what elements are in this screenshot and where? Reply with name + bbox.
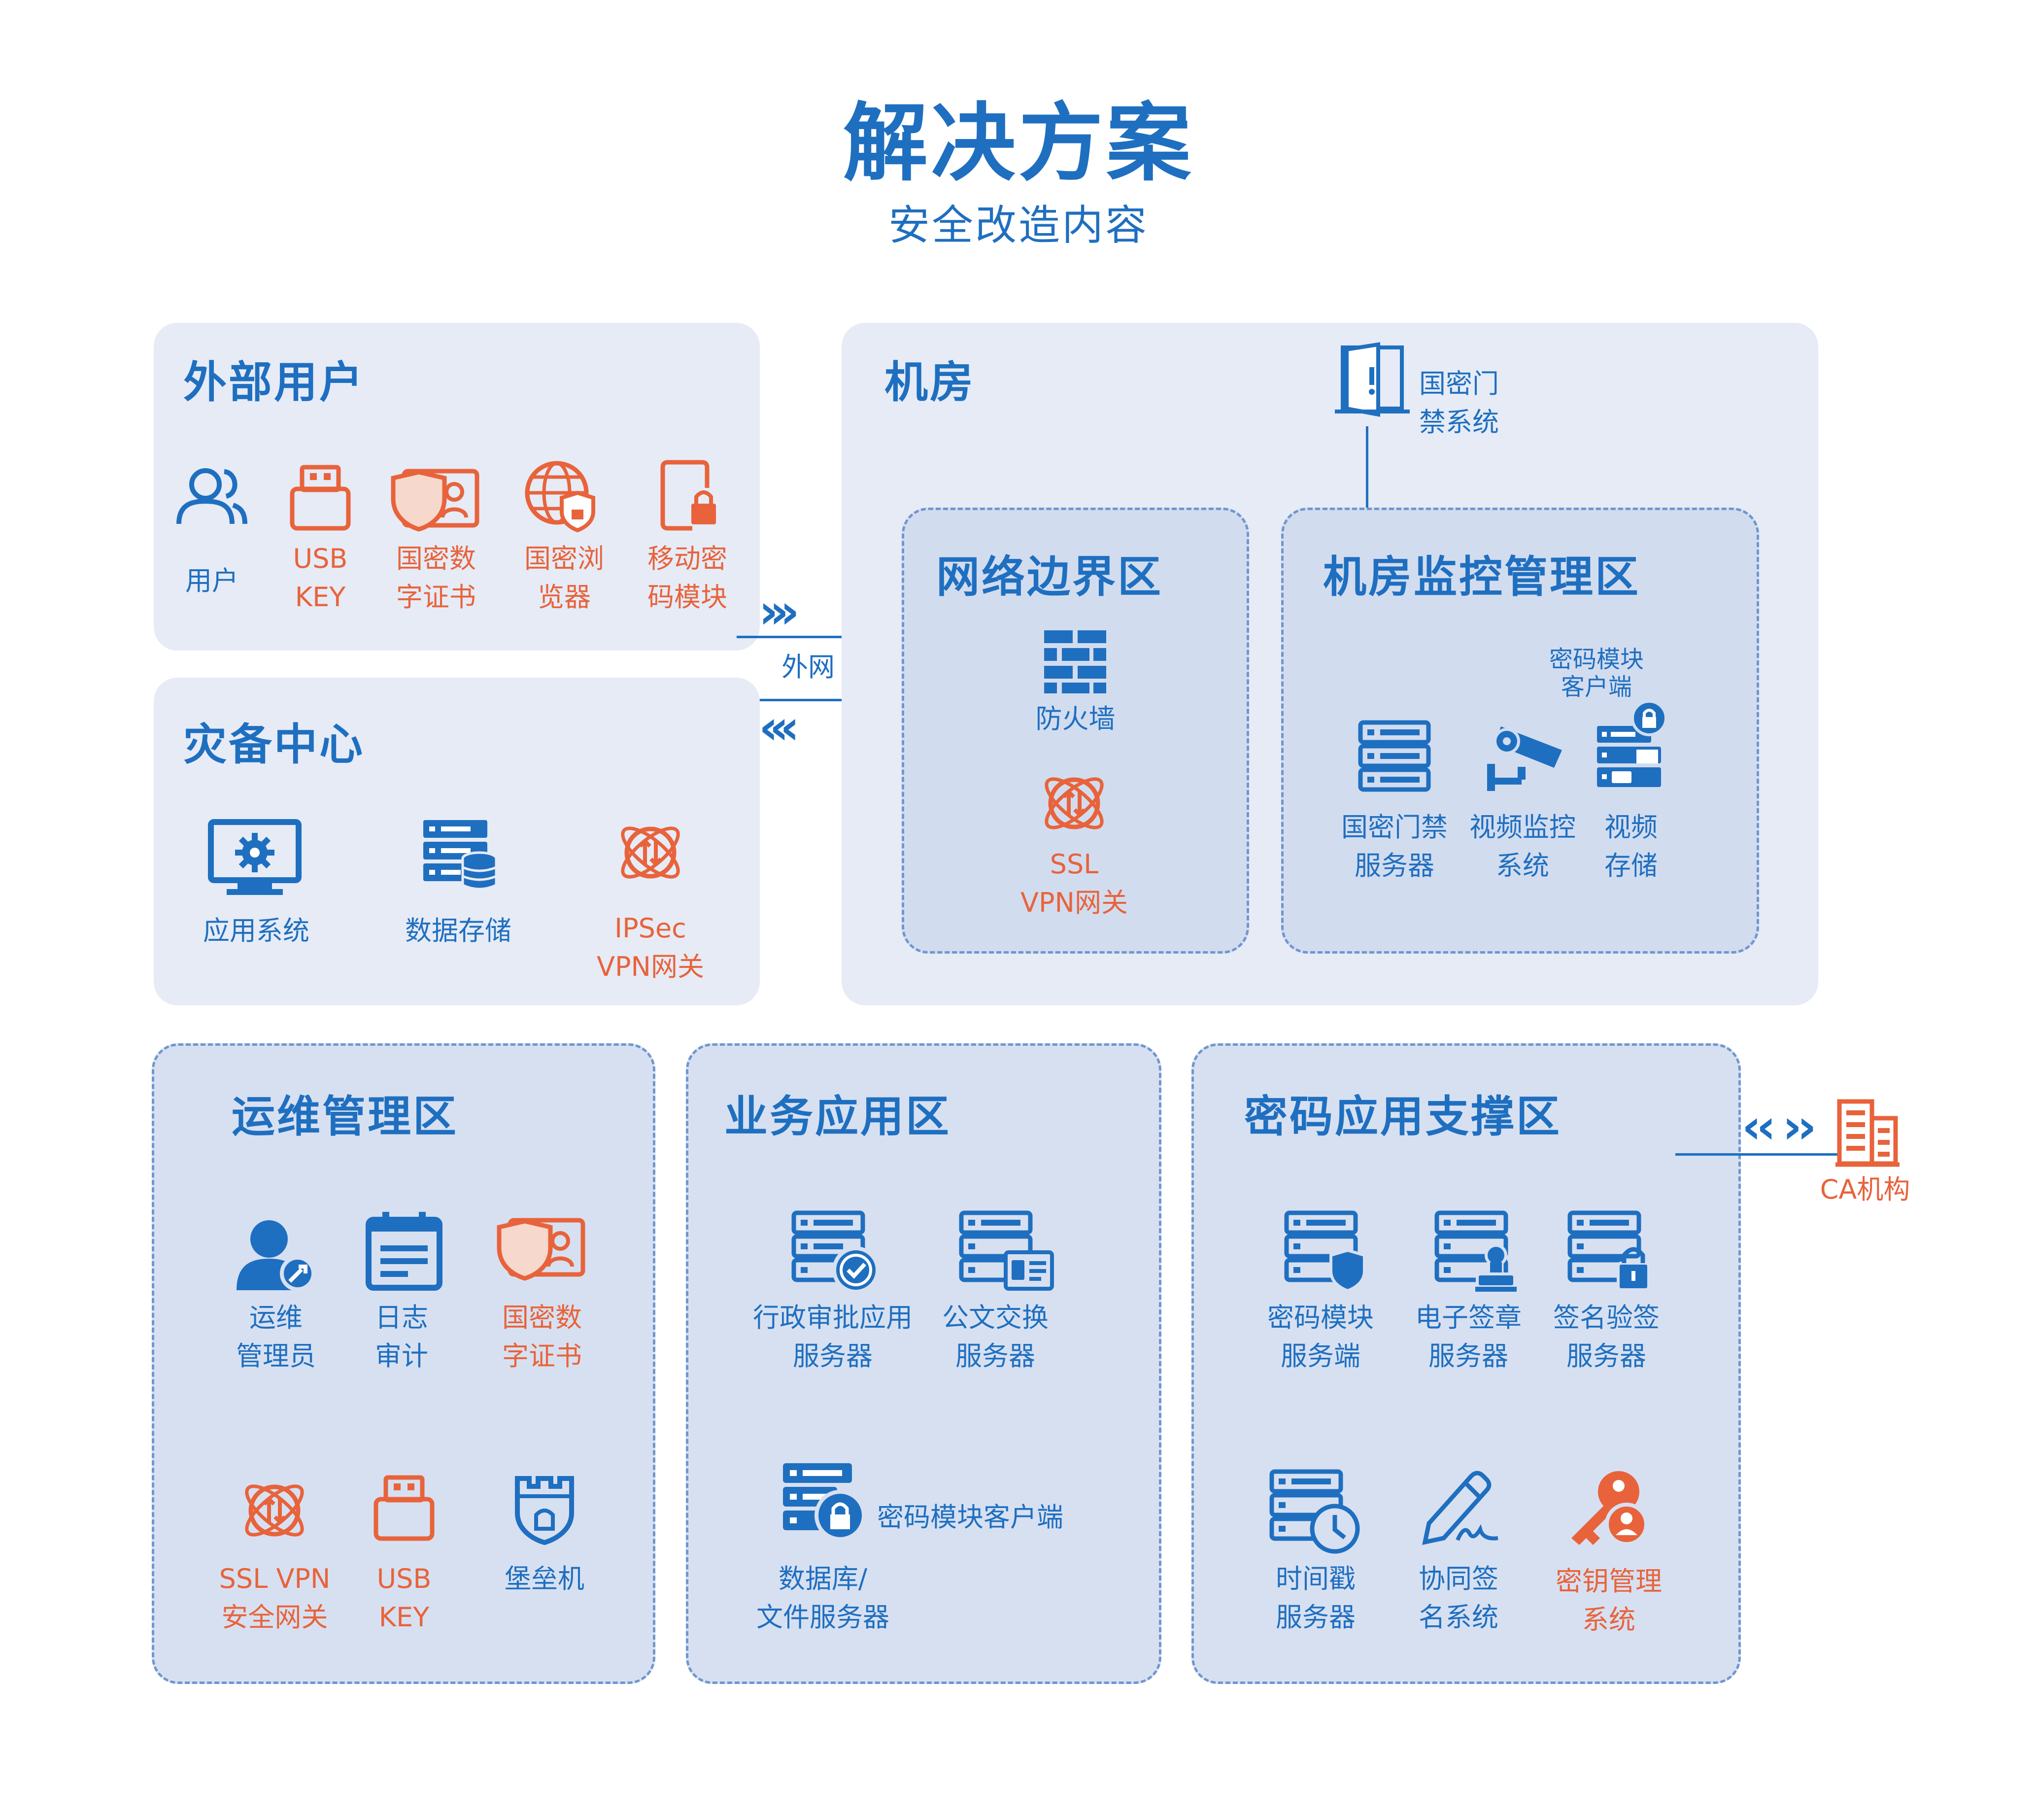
machine-room-title: 机房 [884,357,976,408]
disaster-center-title: 灾备中心 [183,719,365,770]
module-server-icon [1284,1210,1366,1293]
label-video-storage: 视频 存储 [1604,812,1658,881]
door-server-icon [1358,720,1431,792]
approval-server-icon [791,1210,880,1294]
external-users-panel [154,323,760,651]
boundary-zone-title: 网络边界区 [936,551,1163,602]
business-app-zone [686,1043,1161,1684]
label-cctv: 视频监控 系统 [1469,812,1576,881]
certificate-icon [391,469,479,532]
firewall-icon [1044,630,1106,693]
label-ipsec-vpn: IPSec VPN网关 [597,913,704,982]
crypto-support-zone [1191,1043,1741,1684]
label-ssl-vpn: SSL VPN网关 [1020,849,1128,918]
label-bastion-host: 堡垒机 [505,1563,584,1594]
bastion-host-icon [515,1476,574,1545]
label-door-system: 国密门 禁系统 [1419,368,1499,438]
ca-link-line [1675,1153,1838,1156]
label-ca: CA机构 [1820,1174,1910,1205]
crypto-zone-title: 密码应用支撑区 [1244,1091,1562,1142]
ops-zone-title: 运维管理区 [232,1091,459,1142]
outbound-arrow: ››› [759,584,800,639]
ops-management-zone [152,1043,655,1684]
key-management-icon [1571,1471,1648,1546]
usb-key-icon [290,465,351,531]
network-boundary-zone [902,508,1249,954]
doc-exchange-server-icon [959,1210,1054,1291]
e-seal-server-icon [1434,1210,1517,1292]
label-module-client-biz: 密码模块客户端 [877,1502,1063,1533]
door-icon [1335,342,1410,417]
label-data-storage: 数据存储 [405,915,511,946]
video-storage-icon [1597,700,1667,787]
sign-verify-server-icon [1567,1210,1650,1291]
label-log-audit: 日志 审计 [375,1302,428,1372]
label-firewall: 防火墙 [1035,703,1116,734]
label-approval-server: 行政审批应用 服务器 [753,1302,913,1372]
label-user: 用户 [185,565,238,596]
ops-ssl-vpn-icon [245,1484,304,1537]
label-app-system: 应用系统 [203,915,309,946]
app-system-icon [208,819,302,895]
label-usb-key: USB KEY [293,543,348,613]
timestamp-server-icon [1269,1469,1360,1554]
label-door-server: 国密门禁 服务器 [1341,812,1448,881]
ca-building-icon [1835,1099,1900,1167]
data-storage-icon [423,820,498,891]
label-e-seal-server: 电子签章 服务器 [1415,1302,1522,1372]
ops-usb-key-icon [373,1475,435,1541]
label-cert: 国密数 字证书 [396,543,476,613]
label-browser: 国密浏 览器 [524,543,604,613]
page-title: 解决方案 [843,94,1194,193]
page-subtitle: 安全改造内容 [888,201,1149,249]
label-timestamp-server: 时间戳 服务器 [1276,1563,1356,1633]
label-module-client-room: 密码模块 客户端 [1549,646,1644,701]
ipsec-vpn-icon [621,826,680,879]
mobile-module-icon [660,460,716,531]
database-server-icon [783,1463,866,1541]
ca-arrows: ‹‹ ›› [1742,1099,1817,1154]
admin-icon [237,1220,315,1291]
business-zone-title: 业务应用区 [724,1091,951,1142]
label-collab-sign: 协同签 名系统 [1419,1563,1498,1633]
ssl-vpn-icon [1045,777,1104,829]
ops-certificate-icon [497,1218,585,1281]
network-label: 外网 [781,652,835,683]
inbound-arrow: ‹‹‹ [759,700,800,755]
cctv-icon [1487,726,1562,791]
label-module-server: 密码模块 服务端 [1267,1302,1374,1372]
label-ops-usb-key: USB KEY [376,1563,432,1633]
external-users-title: 外部用户 [183,357,365,408]
browser-icon [525,461,595,533]
label-doc-exchange-server: 公文交换 服务器 [942,1302,1049,1372]
label-ops-ssl-vpn: SSL VPN 安全网关 [219,1563,331,1633]
label-sign-verify-server: 签名验签 服务器 [1553,1302,1660,1372]
label-database-server: 数据库/ 文件服务器 [756,1563,889,1633]
log-audit-icon [366,1212,442,1291]
collab-sign-icon [1422,1471,1498,1545]
label-ops-cert: 国密数 字证书 [502,1302,582,1372]
users-icon [176,468,247,524]
label-mobile-module: 移动密 码模块 [647,543,727,613]
label-admin: 运维 管理员 [236,1302,316,1372]
label-key-management: 密钥管理 系统 [1556,1566,1662,1635]
monitor-zone-title: 机房监控管理区 [1323,551,1641,602]
door-link-line [1366,426,1368,510]
